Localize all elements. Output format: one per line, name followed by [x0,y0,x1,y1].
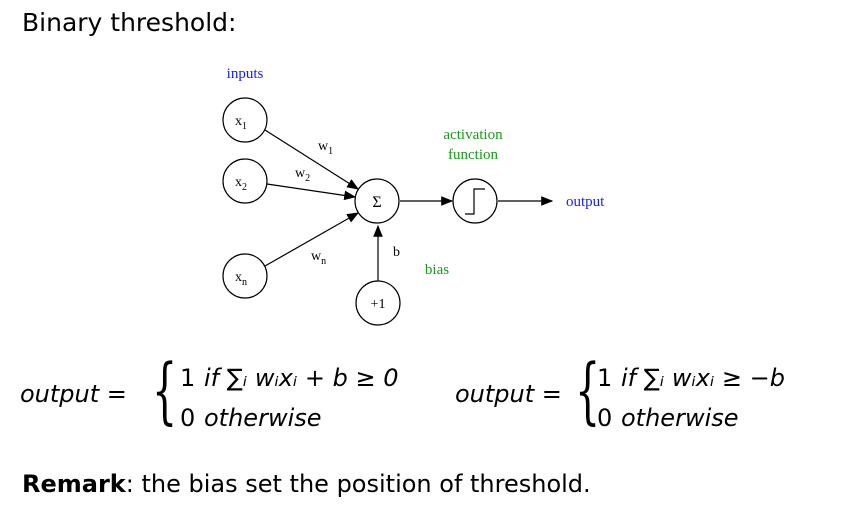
remark-text: : the bias set the position of threshold… [125,470,591,498]
step-function-icon [465,188,485,215]
bias-label: bias [425,262,449,278]
equation-left-brace: { [152,348,178,432]
weight-arrow-n [264,212,360,267]
equation-left-case2-value: 0 [180,404,196,432]
equation-right-case2-value: 0 [597,404,613,432]
slide-title: Binary threshold: [22,8,237,37]
input-node-x1 [222,97,268,143]
input-node-xn [222,253,268,299]
equation-left-case1-value: 1 [180,364,196,392]
bias-weight-b: b [393,245,400,260]
inputs-label: inputs [227,66,264,82]
equation-left-lhs: output = [20,380,127,408]
weight-label-wn: wn [311,249,326,267]
activation-node [452,178,498,224]
activation-label-line2: function [448,147,498,163]
equation-right: output = { 1 if ∑ᵢ wᵢxᵢ ≥ −b 0 otherwise [455,354,855,440]
remark: Remark: the bias set the position of thr… [22,470,591,498]
sum-node [354,178,400,224]
sum-symbol: Σ [372,194,381,211]
weight-arrow-2 [266,183,357,201]
input-x2-label: x2 [235,175,247,193]
weight-label-w2: w2 [295,166,310,184]
equation-left: output = { 1 if ∑ᵢ wᵢxᵢ + b ≥ 0 0 otherw… [20,354,440,440]
remark-label: Remark [22,470,126,498]
equation-right-lhs: output = [455,380,562,408]
equation-right-case1-condition: if ∑ᵢ wᵢxᵢ ≥ −b [621,364,785,392]
input-node-x2 [222,158,268,204]
equation-right-brace: { [575,348,601,432]
weight-arrow-1 [264,129,360,190]
output-label: output [566,194,605,210]
bias-plus-one: +1 [371,297,386,312]
input-x1-label: x1 [235,114,247,132]
weight-label-w1: w1 [318,139,333,157]
input-xn-label: xn [235,270,247,288]
activation-label-line1: activation [443,127,503,143]
equation-right-case2-condition: otherwise [621,404,739,432]
equation-left-case1-condition: if ∑ᵢ wᵢxᵢ + b ≥ 0 [204,364,399,392]
equation-right-case1-value: 1 [597,364,613,392]
equation-left-case2-condition: otherwise [204,404,322,432]
